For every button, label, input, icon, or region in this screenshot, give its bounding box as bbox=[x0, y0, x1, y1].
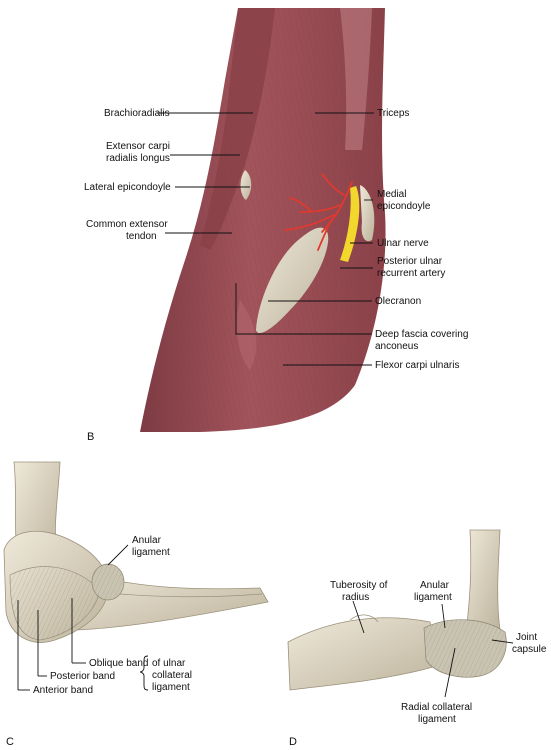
panel-d-leader-lines bbox=[352, 600, 514, 698]
label-c-anular-line2: ligament bbox=[132, 547, 170, 558]
panel-letter-c: C bbox=[6, 736, 14, 748]
panel-c-leader-lines bbox=[17, 544, 149, 691]
deep-fascia-anconeus bbox=[236, 300, 257, 370]
label-posterior-band: Posterior band bbox=[50, 671, 115, 682]
brachioradialis-muscle bbox=[200, 8, 275, 250]
label-anterior-band: Anterior band bbox=[33, 685, 93, 696]
label-rcl-line1: Radial collateral bbox=[401, 702, 472, 713]
panel-letter-b: B bbox=[87, 431, 94, 443]
label-ligament: ligament bbox=[152, 682, 190, 693]
ulnar-nerve bbox=[340, 186, 360, 262]
olecranon bbox=[256, 227, 329, 334]
label-medial-epicondyle-line2: epicondoyle bbox=[377, 201, 431, 212]
label-rcl-line2: ligament bbox=[418, 714, 456, 725]
label-triceps: Triceps bbox=[377, 108, 409, 119]
label-deep-fascia-line1: Deep fascia covering bbox=[375, 329, 468, 340]
label-fcu: Flexor carpi ulnaris bbox=[375, 360, 459, 371]
label-ecrl-line2: radialis longus bbox=[106, 153, 170, 164]
posterior-ulnar-recurrent-artery bbox=[284, 173, 353, 251]
panel-b-leader-lines bbox=[157, 112, 374, 366]
label-medial-epicondyle-line1: Medial bbox=[377, 189, 406, 200]
label-oblique-band: Oblique band bbox=[89, 658, 149, 669]
label-d-anular-line2: ligament bbox=[414, 592, 452, 603]
medial-epicondyle bbox=[360, 185, 375, 242]
label-collateral: collateral bbox=[152, 670, 192, 681]
label-tuberosity-line2: radius bbox=[342, 592, 369, 603]
label-pura-line1: Posterior ulnar bbox=[377, 256, 443, 267]
label-cet-line2: tendon bbox=[126, 231, 157, 242]
label-tuberosity-line1: Tuberosity of bbox=[330, 580, 388, 591]
label-lateral-epicondyle: Lateral epicondoyle bbox=[84, 182, 171, 193]
humerus-bone-d bbox=[465, 529, 501, 633]
label-brachioradialis: Brachioradialis bbox=[104, 108, 170, 119]
label-joint-line1: Joint bbox=[516, 632, 537, 643]
label-c-anular-line1: Anular bbox=[132, 535, 162, 546]
label-ulnar-nerve: Ulnar nerve bbox=[377, 238, 429, 249]
radius-ulna-d bbox=[287, 617, 441, 691]
panel-b-illustration bbox=[140, 8, 386, 432]
panel-letter-d: D bbox=[289, 736, 297, 748]
label-d-anular-line1: Anular bbox=[420, 580, 450, 591]
label-pura-line2: recurrent artery bbox=[377, 268, 445, 279]
label-joint-line2: capsule bbox=[512, 644, 547, 655]
label-of-ulnar: of ulnar bbox=[152, 658, 186, 669]
label-cet-line1: Common extensor bbox=[86, 219, 168, 230]
label-ecrl-line1: Extensor carpi bbox=[106, 141, 170, 152]
triceps-tendon bbox=[340, 8, 372, 150]
panel-d-illustration bbox=[287, 529, 514, 698]
lateral-epicondyle bbox=[240, 170, 252, 200]
panel-c-illustration bbox=[3, 461, 269, 691]
label-deep-fascia-line2: anconeus bbox=[375, 341, 418, 352]
label-olecranon: Olecranon bbox=[375, 296, 421, 307]
